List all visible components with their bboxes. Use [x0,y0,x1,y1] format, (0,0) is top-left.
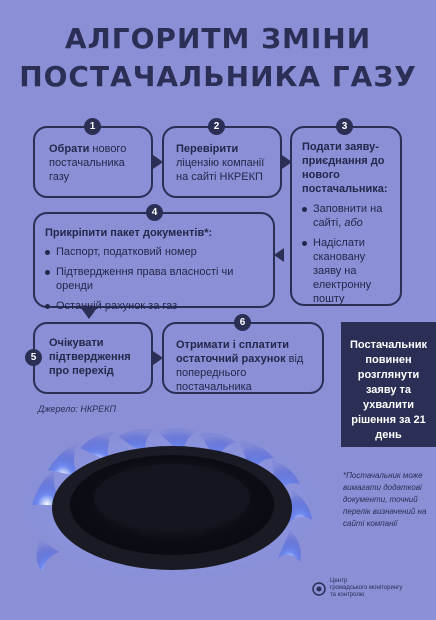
org-line-3: та контролю [330,592,365,598]
step-3-bullet-2: Надіслати скановану заяву на електронну … [302,236,392,306]
bullet-dot [45,270,50,275]
burner-highlight [94,464,250,532]
step-4-badge: 4 [146,204,163,221]
step-4-bold: Прикріпити пакет документів*: [45,227,213,239]
step-2-bold: Перевірити [176,143,239,155]
flame-glow [7,420,337,590]
step-6-text: від попереднього постачальника [176,353,304,393]
bullet-dot [45,250,50,255]
documents-footnote: *Постачальник може вимагати додаткові до… [343,471,427,528]
step-3-bullet-1-text: Заповнити на сайті, [313,203,383,229]
burner-ring [52,446,292,570]
step-3-bullet-1-or: або [344,217,363,229]
step-2-badge: 2 [208,118,225,135]
step-4-bullet-2-text: Підтвердження права власності чи оренди [56,266,234,292]
step-5-box: Очікувати підтвердження про перехід [33,322,153,394]
step-4-bullet-1-text: Паспорт, податковий номер [56,246,197,258]
burner-cap [70,455,274,555]
step-5-badge: 5 [25,349,42,366]
org-line-2: громадського моніторингу [330,585,403,591]
step-6-box: Отримати і сплатити остаточний рахунок в… [162,322,324,394]
arrow-right-1 [153,155,163,169]
step-3-badge: 3 [336,118,353,135]
title-line-2: ПОСТАЧАЛЬНИКА ГАЗУ [19,60,417,93]
step-4-box: Прикріпити пакет документів*: Паспорт, п… [33,212,275,312]
org-logo: Центр громадського моніторингу та контро… [312,578,410,599]
step-3-box: Подати заяву-приєднання до нового постач… [290,126,402,306]
step-3-bullet-2-text: Надіслати скановану заяву на електронну … [313,237,372,305]
bullet-dot [302,207,307,212]
org-line-1: Центр [330,578,348,584]
step-1-text: нового постачальника газу [49,143,127,183]
title-line-1: АЛГОРИТМ ЗМІНИ [64,22,372,55]
deadline-callout: Постачальник повинен розглянути заяву та… [341,322,436,447]
step-5-bold: Очікувати підтвердження про перехід [49,337,131,377]
step-4-bullet-3: Останній рахунок за газ [45,299,265,313]
bullet-dot [302,241,307,246]
step-4-bullet-3-text: Останній рахунок за газ [56,300,178,312]
step-6-badge: 6 [234,314,251,331]
arrow-left-3 [274,248,284,262]
step-2-box: Перевірити ліцензію компанії на сайті НК… [162,126,282,198]
step-6-bold: Отримати і сплатити остаточний рахунок [176,339,290,365]
step-2-text: ліцензію компанії на сайті НКРЕКП [176,157,265,183]
step-3-bold: Подати заяву-приєднання до нового постач… [302,141,388,195]
step-4-bullet-1: Паспорт, податковий номер [45,245,265,259]
arrow-right-2 [282,155,292,169]
step-3-bullet-1: Заповнити на сайті, або [302,202,392,230]
arrow-right-5 [153,351,163,365]
flame-ring [32,428,312,572]
step-4-bullet-2: Підтвердження права власності чи оренди [45,265,265,293]
source-label: Джерело: НКРЕКП [38,404,116,414]
org-logo-icon [312,581,326,596]
arrow-down-4 [81,308,97,319]
step-1-bold: Обрати [49,143,90,155]
org-logo-text: Центр громадського моніторингу та контро… [330,578,410,599]
step-1-badge: 1 [84,118,101,135]
bullet-dot [45,304,50,309]
page-title: АЛГОРИТМ ЗМІНИ ПОСТАЧАЛЬНИКА ГАЗУ [0,20,436,96]
step-1-box: Обрати нового постачальника газу [33,126,153,198]
